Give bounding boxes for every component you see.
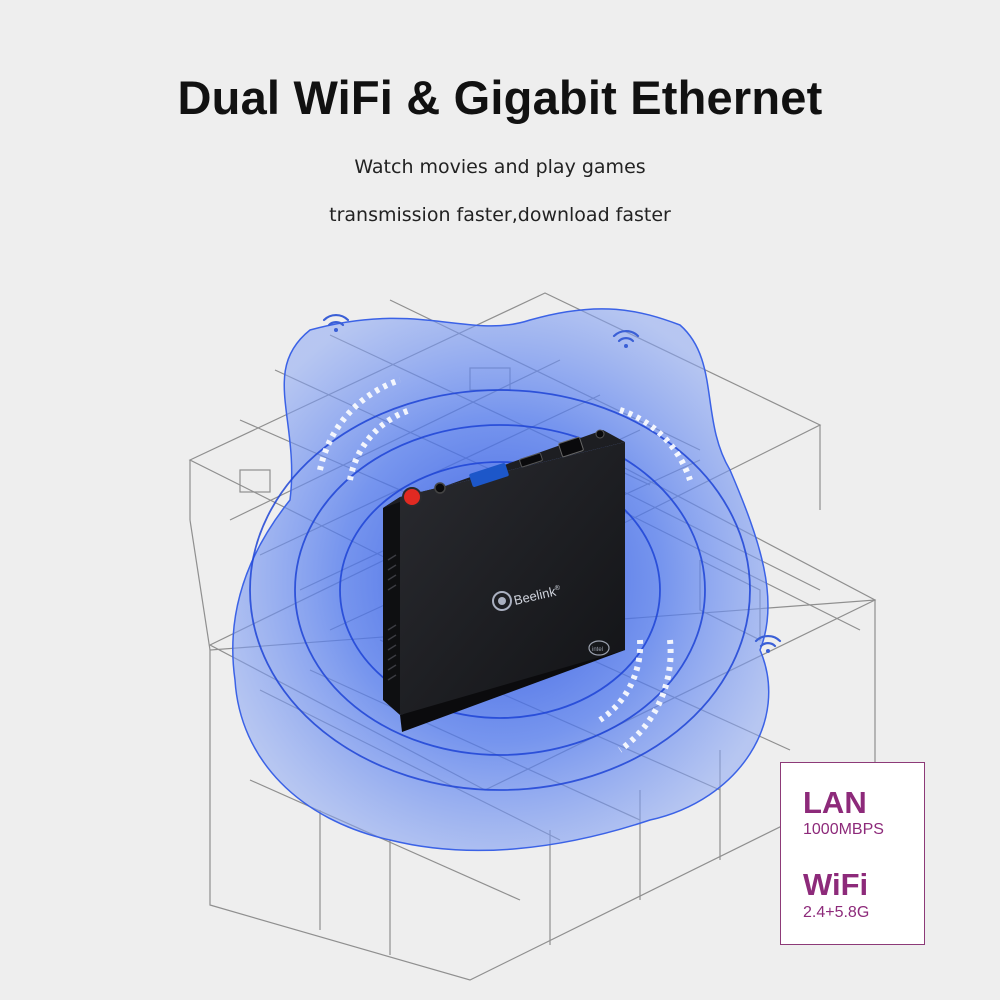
wifi-title: WiFi xyxy=(803,867,869,902)
lan-value: 1000MBPS xyxy=(803,821,884,838)
mini-pc: Beelink® intel xyxy=(383,429,625,732)
ethernet-port xyxy=(558,436,584,458)
vga-port xyxy=(469,462,509,488)
signal-waves xyxy=(317,377,693,753)
device-top-face xyxy=(400,442,625,715)
signal-rings xyxy=(249,389,751,791)
spec-box: LAN 1000MBPS WiFi 2.4+5.8G xyxy=(780,762,925,945)
subtitle-line-1: Watch movies and play games xyxy=(354,156,646,178)
wifi-icon xyxy=(612,329,640,348)
intel-text: intel xyxy=(592,647,603,653)
intel-logo: intel xyxy=(588,640,610,656)
brand-registered-mark: ® xyxy=(554,583,562,592)
subtitle-line-2: transmission faster,download faster xyxy=(329,204,671,226)
wifi-value: 2.4+5.8G xyxy=(803,904,870,921)
lan-title: LAN xyxy=(803,785,867,820)
wifi-icon xyxy=(754,634,782,653)
wifi-icon xyxy=(322,313,350,332)
power-button xyxy=(402,487,422,507)
headline: Dual WiFi & Gigabit Ethernet xyxy=(177,71,823,124)
